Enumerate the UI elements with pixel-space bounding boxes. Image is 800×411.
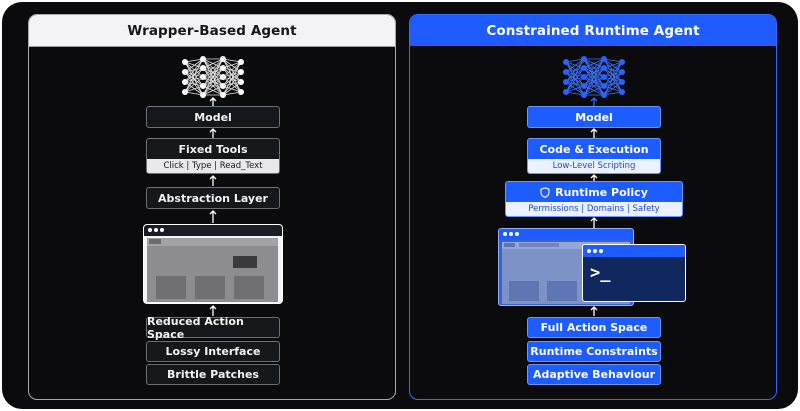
neural-network-icon: [182, 56, 244, 98]
runtime-constraints-label: Runtime Constraints: [530, 345, 658, 358]
adaptive-behaviour-label: Adaptive Behaviour: [532, 368, 656, 381]
shield-icon: [540, 186, 550, 198]
runtime-policy-box: Runtime Policy Permissions | Domains | S…: [505, 181, 683, 217]
code-execution-box: Code & Execution Low-Level Scripting: [527, 138, 661, 174]
reduced-action-space-label: Reduced Action Space: [147, 314, 244, 341]
lossy-interface-box: Lossy Interface: [146, 341, 280, 362]
right-model-box: Model: [527, 106, 661, 128]
full-action-space-box: Full Action Space: [527, 317, 661, 338]
terminal-prompt-icon: >_: [590, 263, 611, 283]
arrow-up-icon: [209, 97, 217, 106]
arrow-up-icon: [209, 175, 217, 186]
fixed-tools-label: Fixed Tools: [178, 142, 248, 156]
window-controls-icon: [587, 249, 603, 253]
reduced-action-space-box: Reduced Action Space: [146, 314, 280, 341]
left-model-label: Model: [194, 110, 232, 124]
abstraction-layer-box: Abstraction Layer: [146, 187, 280, 209]
arrow-up-icon: [209, 210, 217, 223]
window-controls-icon: [503, 232, 519, 236]
constrained-runtime-agent-panel: Constrained Runtime Agent Model Code & E…: [409, 14, 777, 400]
brittle-patches-label: Brittle Patches: [167, 368, 259, 381]
left-panel-title: Wrapper-Based Agent: [29, 15, 395, 47]
right-model-label: Model: [575, 110, 613, 124]
browser-window-icon: [143, 224, 283, 304]
arrow-up-icon: [590, 97, 598, 106]
runtime-policy-label: Runtime Policy: [555, 185, 648, 199]
code-execution-label: Code & Execution: [539, 142, 649, 156]
fixed-tools-sublabel: Click | Type | Read_Text: [147, 159, 279, 173]
arrow-up-icon: [590, 174, 598, 181]
wrapper-based-agent-panel: Wrapper-Based Agent Model Fixed Tools Cl…: [28, 14, 396, 400]
adaptive-behaviour-box: Adaptive Behaviour: [527, 364, 661, 385]
arrow-up-icon: [590, 306, 598, 316]
terminal-window-icon: >_: [582, 244, 686, 302]
arrow-up-icon: [590, 128, 598, 138]
arrow-up-icon: [590, 217, 598, 228]
window-controls-icon: [148, 228, 164, 232]
abstraction-layer-label: Abstraction Layer: [158, 191, 268, 205]
full-action-space-label: Full Action Space: [540, 321, 648, 334]
left-model-box: Model: [146, 106, 280, 128]
neural-network-icon: [563, 56, 625, 98]
runtime-constraints-box: Runtime Constraints: [527, 341, 661, 362]
arrow-up-icon: [209, 128, 217, 138]
fixed-tools-box: Fixed Tools Click | Type | Read_Text: [146, 138, 280, 174]
runtime-policy-sublabel: Permissions | Domains | Safety: [506, 202, 682, 216]
lossy-interface-label: Lossy Interface: [165, 345, 261, 358]
code-execution-sublabel: Low-Level Scripting: [528, 159, 660, 173]
brittle-patches-box: Brittle Patches: [146, 364, 280, 385]
right-panel-title: Constrained Runtime Agent: [410, 15, 776, 46]
arrow-up-icon: [209, 305, 217, 316]
